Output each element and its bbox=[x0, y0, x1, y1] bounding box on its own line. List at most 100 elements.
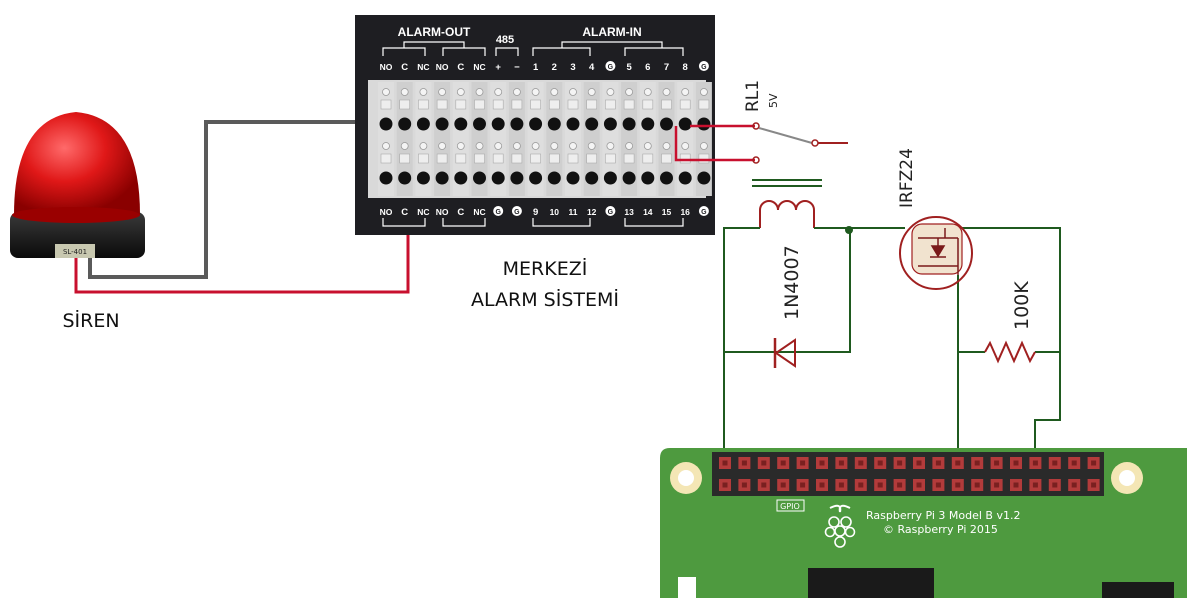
gpio-label: GPIO bbox=[780, 502, 800, 511]
top-terminal-label-13: 5 bbox=[626, 62, 632, 73]
siren-label: SİREN bbox=[62, 309, 119, 332]
top-terminal-screw-10 bbox=[566, 117, 580, 131]
mosfet-irfz24: IRFZ24 bbox=[897, 148, 973, 290]
bottom-terminal-label-3: NO bbox=[436, 207, 449, 217]
red-wire-ground bbox=[674, 126, 755, 162]
alarm-out-heading: ALARM-OUT bbox=[398, 25, 471, 39]
relay-name-label: RL1 bbox=[743, 80, 763, 112]
relay-voltage-label: 5V bbox=[767, 93, 780, 108]
top-terminal-label-4: C bbox=[457, 62, 464, 73]
siren-sticker bbox=[55, 244, 95, 258]
bottom-terminal-screw-10 bbox=[566, 171, 580, 185]
top-terminal-screw-6 bbox=[491, 117, 505, 131]
relay-coil bbox=[759, 200, 815, 228]
terminal-cell-2 bbox=[415, 82, 432, 196]
top-terminal-label-1: C bbox=[401, 62, 408, 73]
rs485-heading: 485 bbox=[496, 34, 514, 46]
top-terminal-screw-16 bbox=[678, 117, 692, 131]
top-terminal-screw-2 bbox=[416, 117, 430, 131]
bottom-terminal-screw-17 bbox=[697, 171, 711, 185]
top-terminal-label-10: 3 bbox=[570, 62, 575, 73]
mosfet-circle bbox=[899, 216, 973, 290]
bottom-terminal-label-13: 13 bbox=[624, 207, 634, 217]
terminal-cell-14 bbox=[639, 82, 656, 196]
alarm-system-label-line2: ALARM SİSTEMİ bbox=[471, 288, 619, 311]
top-terminal-screw-8 bbox=[529, 117, 543, 131]
rpi-model-label: Raspberry Pi 3 Model B v1.2 bbox=[866, 509, 1020, 522]
top-terminal-screw-13 bbox=[622, 117, 636, 131]
top-terminal-screw-4 bbox=[454, 117, 468, 131]
bottom-terminal-screw-0 bbox=[379, 171, 393, 185]
bottom-terminal-ground-icon-7 bbox=[511, 206, 522, 216]
relay-contact-no bbox=[752, 122, 760, 130]
siren: SL-401 bbox=[10, 112, 145, 258]
top-terminal-label-6: + bbox=[495, 62, 501, 73]
top-terminal-ground-icon-12 bbox=[605, 61, 616, 71]
top-terminal-label-14: 6 bbox=[645, 62, 650, 73]
top-terminal-label-5: NC bbox=[473, 62, 485, 72]
diode-label: 1N4007 bbox=[781, 245, 803, 320]
bottom-terminal-ground-icon-12 bbox=[605, 206, 616, 216]
top-terminal-label-15: 7 bbox=[664, 62, 669, 73]
top-terminal-label-11: 4 bbox=[589, 62, 595, 73]
top-terminal-screw-9 bbox=[547, 117, 561, 131]
terminal-cell-3 bbox=[434, 82, 451, 196]
bottom-terminal-ground-icon-17 bbox=[698, 206, 709, 216]
resistor-100k: 100K bbox=[984, 281, 1036, 364]
alarm-out-bracket bbox=[382, 41, 486, 56]
alarm-system-label-line1: MERKEZİ bbox=[503, 257, 588, 280]
terminal-cell-10 bbox=[565, 82, 581, 196]
siren-rim bbox=[12, 207, 140, 223]
top-terminal-label-0: NO bbox=[380, 62, 393, 72]
terminal-screws bbox=[378, 82, 712, 196]
gpio-header bbox=[712, 452, 1104, 496]
bottom-terminal-label-1: C bbox=[401, 207, 408, 218]
relay-rl1: RL1 5V bbox=[743, 80, 848, 228]
top-terminal-screw-15 bbox=[660, 117, 673, 131]
bottom-terminal-screw-12 bbox=[603, 171, 617, 185]
bottom-terminal-label-11: 12 bbox=[587, 207, 597, 217]
bottom-terminal-label-9: 10 bbox=[550, 207, 560, 217]
bottom-terminal-label-7: G bbox=[514, 209, 520, 216]
top-terminal-screw-5 bbox=[473, 117, 486, 131]
terminal-cell-8 bbox=[527, 82, 544, 196]
bottom-terminal-ground-icon-6 bbox=[493, 206, 504, 216]
bottom-terminal-screw-9 bbox=[547, 171, 561, 185]
top-terminal-screw-17 bbox=[697, 117, 711, 131]
top-terminal-label-8: 1 bbox=[533, 62, 539, 73]
terminal-cell-7 bbox=[508, 82, 525, 196]
top-terminal-label-7: − bbox=[514, 62, 520, 73]
mosfet-label: IRFZ24 bbox=[897, 148, 917, 208]
top-terminal-label-9: 2 bbox=[552, 62, 557, 73]
terminal-cell-4 bbox=[452, 82, 469, 196]
alarm-in-heading: ALARM-IN bbox=[582, 25, 641, 39]
bottom-terminal-screw-7 bbox=[510, 171, 524, 185]
bottom-terminal-screw-4 bbox=[454, 171, 468, 185]
resistor-label: 100K bbox=[1011, 281, 1033, 330]
bottom-terminal-label-6: G bbox=[495, 209, 501, 216]
bottom-terminal-label-14: 14 bbox=[643, 207, 653, 217]
top-terminal-label-12: G bbox=[608, 64, 614, 71]
top-terminal-screw-14 bbox=[641, 117, 655, 131]
bottom-terminal-label-8: 9 bbox=[533, 207, 538, 218]
raspberry-logo-icon bbox=[824, 504, 856, 548]
raspberry-pi-board: GPIO Raspberry Pi 3 Model B v1.2 © Raspb… bbox=[660, 448, 1187, 598]
bottom-terminal-label-15: 15 bbox=[662, 207, 672, 217]
top-terminal-label-17: G bbox=[701, 64, 707, 71]
top-terminal-screw-1 bbox=[398, 117, 412, 131]
bottom-terminal-screw-15 bbox=[660, 171, 673, 185]
terminal-cell-17 bbox=[695, 82, 712, 196]
bottom-terminal-label-16: 16 bbox=[680, 207, 690, 217]
top-terminal-screw-12 bbox=[603, 117, 617, 131]
bottom-terminal-label-12: G bbox=[608, 209, 614, 216]
terminal-cell-13 bbox=[621, 82, 638, 196]
terminal-cell-0 bbox=[378, 82, 394, 196]
rs485-bracket bbox=[495, 47, 519, 56]
siren-model-label: SL-401 bbox=[63, 248, 87, 256]
terminal-cell-6 bbox=[490, 82, 507, 196]
terminal-cell-15 bbox=[658, 82, 675, 196]
bottom-terminal-screw-2 bbox=[416, 171, 430, 185]
